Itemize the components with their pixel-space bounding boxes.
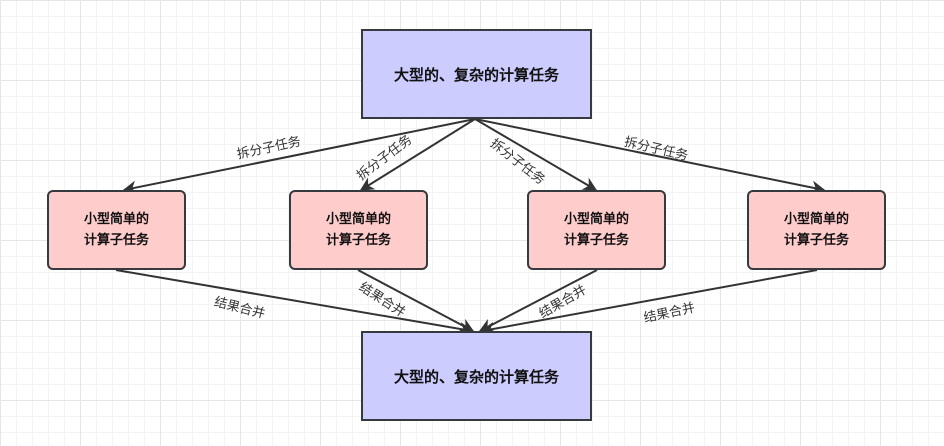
bottom-node-label: 大型的、复杂的计算任务	[393, 367, 559, 386]
merge-edge-arrow-4[interactable]	[480, 269, 818, 336]
split-edge-arrow-3[interactable]	[474, 118, 598, 191]
bottom-node-large-task[interactable]: 大型的、复杂的计算任务	[361, 331, 592, 421]
merge-edge-arrow-3[interactable]	[478, 269, 598, 332]
split-edge-arrow-4[interactable]	[474, 118, 826, 195]
subtask-node-label: 小型简单的 计算子任务	[783, 212, 849, 248]
subtask-node-label: 小型简单的 计算子任务	[325, 212, 391, 248]
top-node-label: 大型的、复杂的计算任务	[393, 65, 559, 84]
subtask-node-label: 小型简单的 计算子任务	[83, 212, 149, 248]
merge-edge-arrow-2[interactable]	[357, 269, 475, 332]
subtask-node-3[interactable]: 小型简单的 计算子任务	[527, 190, 666, 270]
top-node-large-task[interactable]: 大型的、复杂的计算任务	[361, 29, 592, 119]
subtask-node-2[interactable]: 小型简单的 计算子任务	[289, 190, 428, 270]
subtask-node-4[interactable]: 小型简单的 计算子任务	[747, 190, 886, 270]
subtask-node-label: 小型简单的 计算子任务	[563, 212, 629, 248]
merge-edge-arrow-1[interactable]	[115, 269, 474, 336]
subtask-node-1[interactable]: 小型简单的 计算子任务	[47, 190, 186, 270]
split-edge-arrow-1[interactable]	[122, 118, 476, 195]
split-edge-arrow-2[interactable]	[359, 118, 476, 191]
